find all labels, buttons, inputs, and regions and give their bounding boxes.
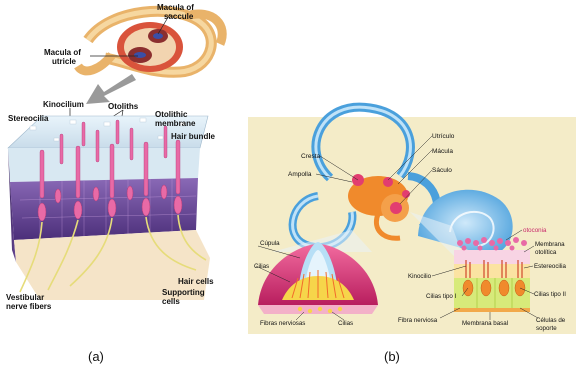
label-utriculo: Utrículo bbox=[432, 133, 455, 140]
label-cupula: Cúpula bbox=[260, 240, 280, 247]
label-otolithic-membrane-1: Otolithic bbox=[155, 110, 188, 119]
macula-block bbox=[8, 116, 210, 300]
caption-a: (a) bbox=[88, 349, 104, 364]
label-celulas-soporte-1: Células de bbox=[536, 317, 566, 324]
label-cilias-tipo-ii: Cilias tipo II bbox=[534, 291, 566, 298]
label-otoconia: otoconia bbox=[523, 227, 547, 234]
zoom-arrow bbox=[86, 74, 136, 104]
panel-b: Utrículo Cresta Mácula Ampolla Sáculo ot… bbox=[248, 107, 576, 334]
label-hair-bundle: Hair bundle bbox=[171, 132, 216, 141]
inner-ear-inset bbox=[78, 11, 222, 72]
label-supporting-cells-2: cells bbox=[162, 297, 180, 306]
label-ampolla: Ampolla bbox=[288, 171, 312, 178]
label-macula-saccule-1: Macula of bbox=[157, 3, 194, 12]
label-membrana-basal: Membrana basal bbox=[462, 320, 508, 327]
label-vestibular-nerve-2: nerve fibers bbox=[6, 302, 52, 311]
label-celulas-soporte-2: soporte bbox=[536, 325, 557, 332]
label-fibra-nerviosa: Fibra nerviosa bbox=[398, 317, 438, 324]
label-supporting-cells-1: Supporting bbox=[162, 288, 205, 297]
label-fibras-nerviosas: Fibras nerviosas bbox=[260, 320, 305, 327]
label-kinocilium: Kinocilium bbox=[43, 100, 84, 109]
label-otolithic-membrane-2: membrane bbox=[155, 119, 196, 128]
label-macula: Mácula bbox=[432, 148, 453, 155]
label-estereocilia: Estereocilia bbox=[534, 263, 567, 270]
label-cresta: Cresta bbox=[301, 153, 321, 160]
label-hair-cells: Hair cells bbox=[178, 277, 214, 286]
label-macula-saccule-2: saccule bbox=[164, 12, 194, 21]
label-stereocilia: Stereocilia bbox=[8, 114, 49, 123]
label-cilias-bottom: Cilias bbox=[338, 320, 353, 327]
caption-b: (b) bbox=[384, 349, 400, 364]
label-membrana-otolitica-2: otolítica bbox=[535, 249, 557, 256]
label-macula-utricle-2: utricle bbox=[52, 57, 77, 66]
label-macula-utricle-1: Macula of bbox=[44, 48, 81, 57]
label-vestibular-nerve-1: Vestibular bbox=[6, 293, 44, 302]
panel-a: Macula of saccule Macula of utricle Kino… bbox=[6, 3, 222, 311]
label-cilias-tipo-i: Cilias tipo I bbox=[426, 293, 457, 300]
label-saculo: Sáculo bbox=[432, 167, 452, 174]
label-kinocilio: Kinocilio bbox=[408, 273, 432, 280]
label-otoliths: Otoliths bbox=[108, 102, 139, 111]
label-cilias-left: Cilias bbox=[254, 263, 269, 270]
label-membrana-otolitica-1: Membrana bbox=[535, 241, 565, 248]
